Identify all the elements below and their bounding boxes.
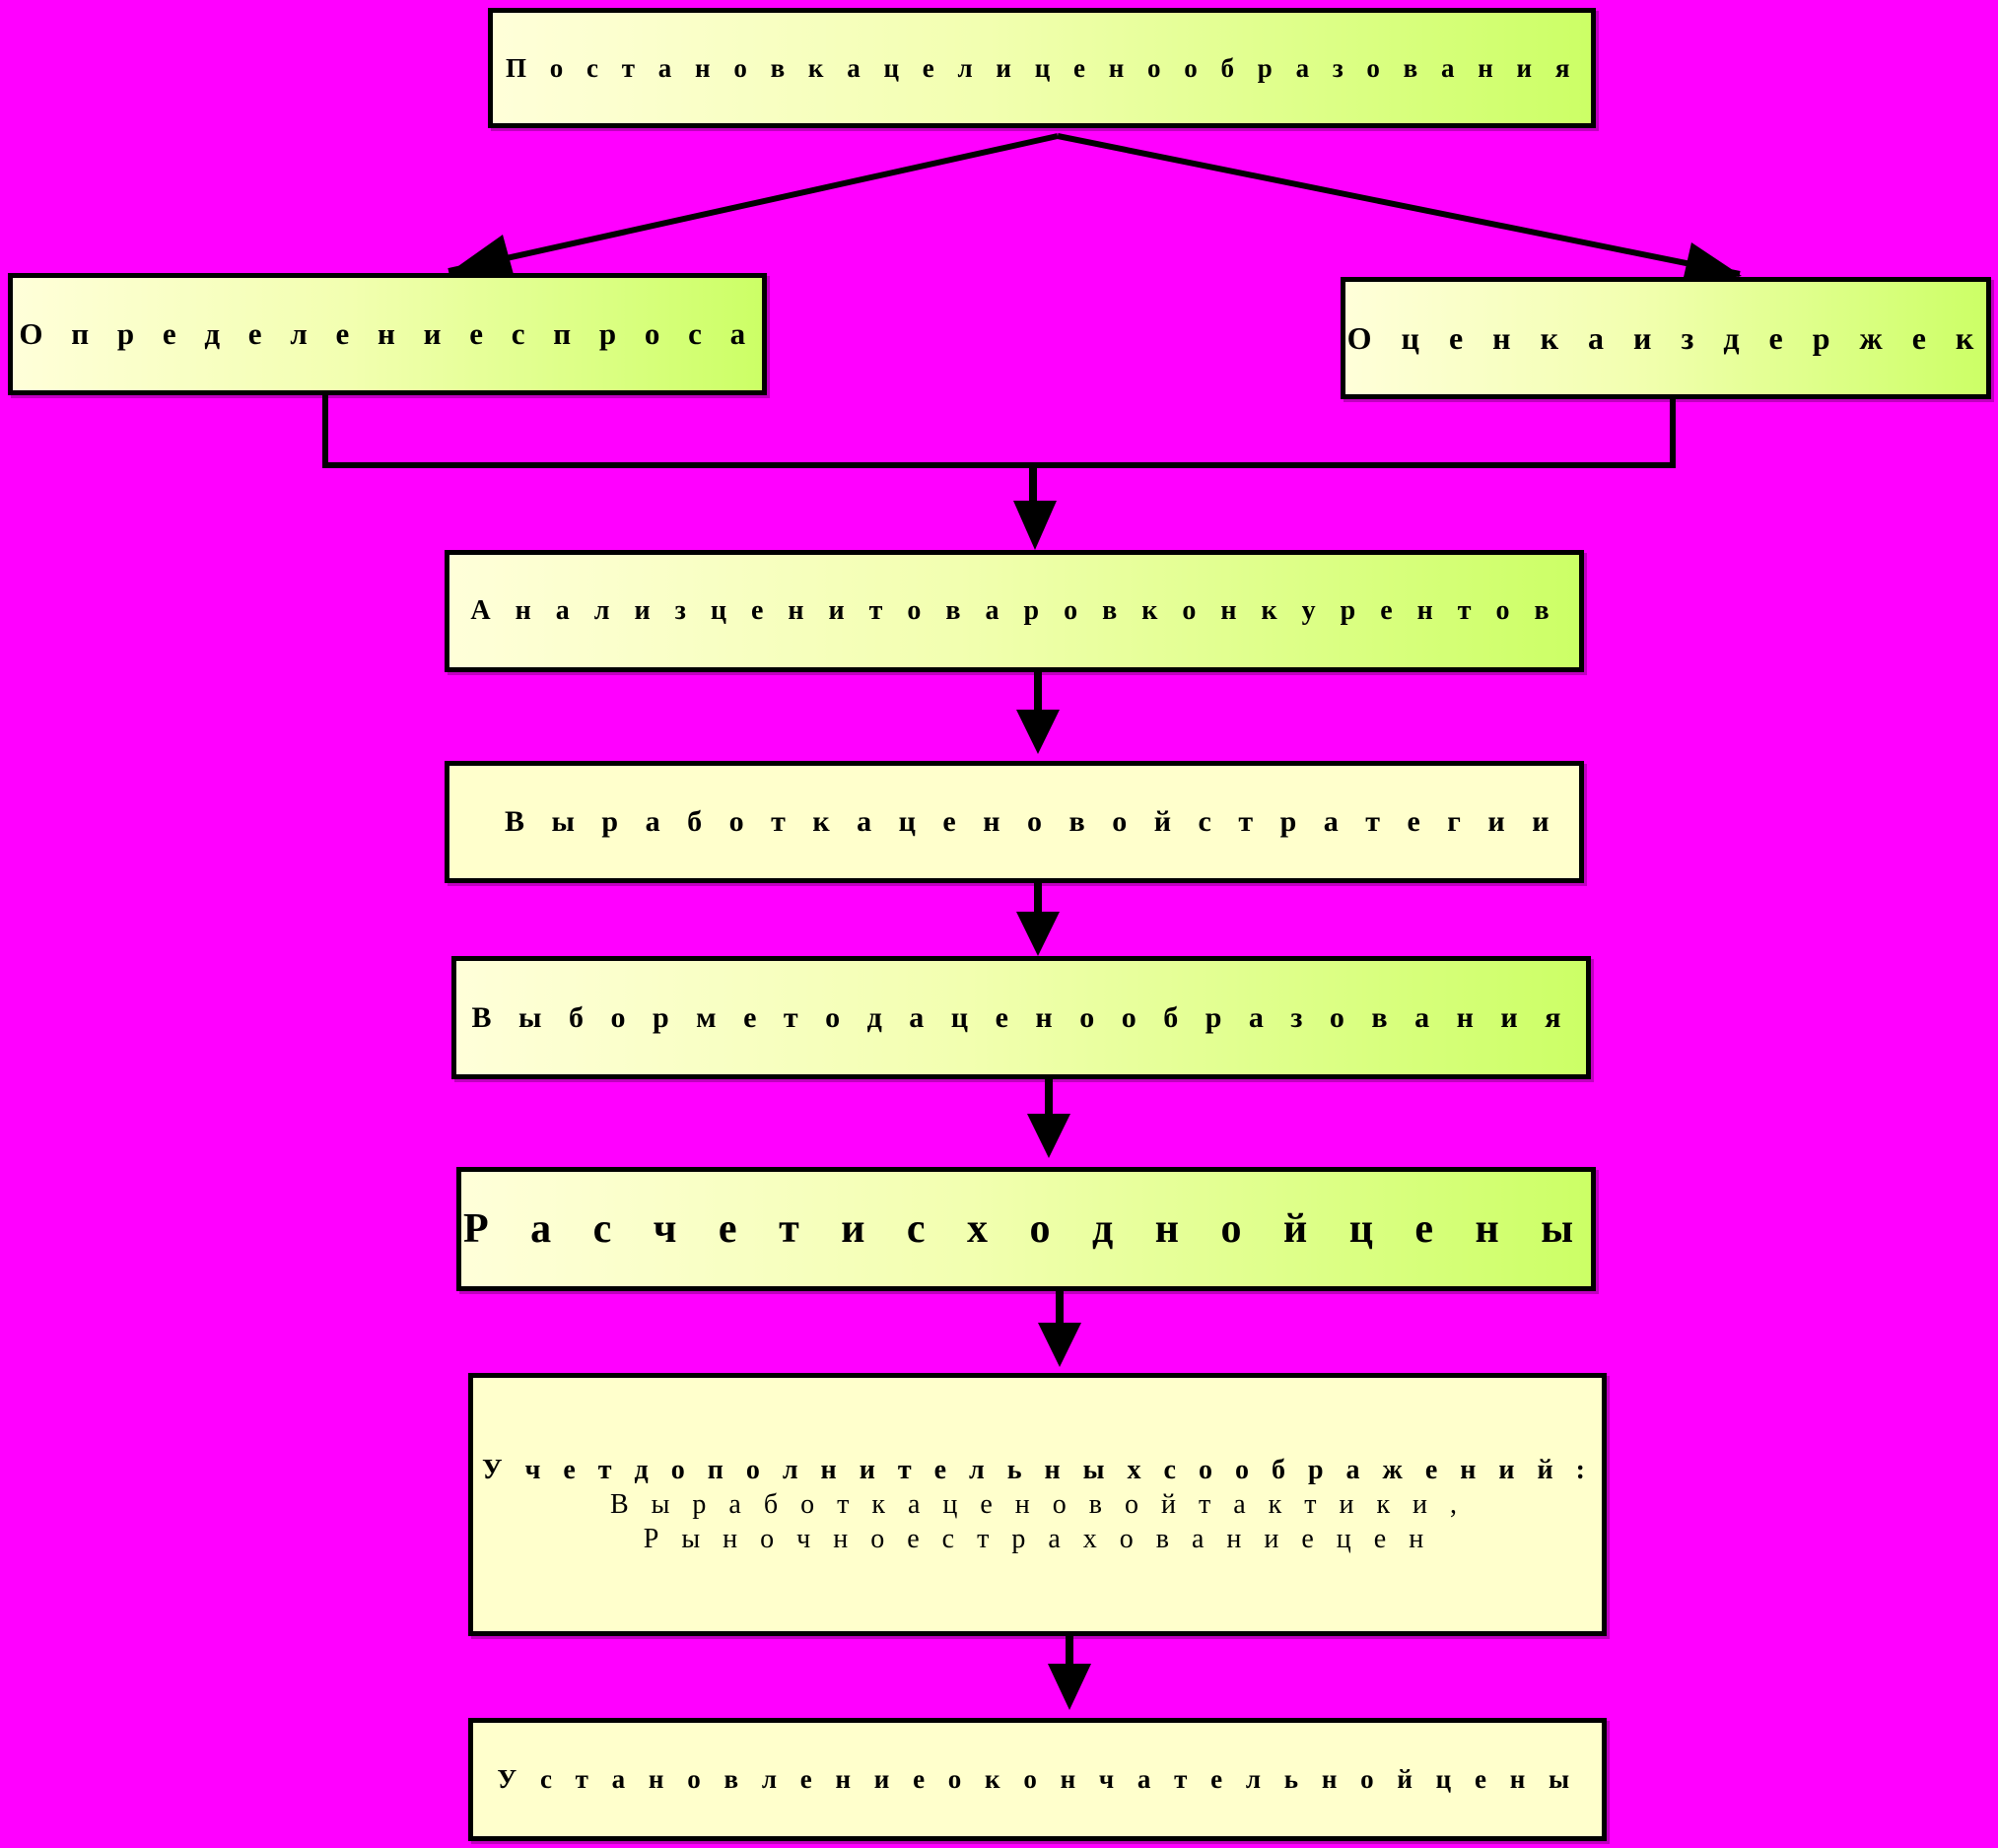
- node-costs-label: О ц е н к а и з д е р ж е к: [1346, 319, 1985, 356]
- node-goal: П о с т а н о в к а ц е л и ц е н о о б …: [488, 8, 1596, 128]
- node-final-price-label: У с т а н о в л е н и е о к о н ч а т е …: [497, 1764, 1578, 1794]
- arrowhead-initial: [1027, 1114, 1070, 1158]
- considerations-line-2: В ы р а б о т к а ц е н о в о й т а к т …: [609, 1489, 1466, 1520]
- arrowhead-considerations: [1038, 1323, 1081, 1367]
- node-initial-price-label: Р а с ч е т и с х о д н о й ц е н ы: [462, 1206, 1590, 1252]
- considerations-line-1: У ч е т д о п о л н и т е л ь н ы х с о …: [482, 1455, 1593, 1485]
- edge-demand-merge: [322, 394, 1676, 468]
- node-demand-label: О п р е д е л е н и е с п р о с а: [19, 316, 756, 351]
- arrowhead-demand: [448, 235, 515, 278]
- arrowhead-competitors: [1013, 501, 1057, 550]
- arrowhead-method: [1016, 912, 1060, 956]
- node-method-label: В ы б о р м е т о д а ц е н о о б р а з …: [471, 1000, 1571, 1034]
- node-competitors: А н а л и з ц е н и т о в а р о в к о н …: [445, 550, 1584, 672]
- node-initial-price: Р а с ч е т и с х о д н о й ц е н ы: [456, 1167, 1596, 1291]
- considerations-line-3: Р ы н о ч н о е с т р а х о в а н и е ц …: [643, 1524, 1432, 1554]
- node-method: В ы б о р м е т о д а ц е н о о б р а з …: [451, 956, 1591, 1079]
- node-final-price: У с т а н о в л е н и е о к о н ч а т е …: [468, 1718, 1607, 1841]
- node-strategy: В ы р а б о т к а ц е н о в о й с т р а …: [445, 761, 1584, 883]
- arrowhead-costs: [1682, 242, 1742, 286]
- node-considerations: У ч е т д о п о л н и т е л ь н ы х с о …: [468, 1373, 1607, 1636]
- edge-goal-demand: [448, 133, 1059, 274]
- node-competitors-label: А н а л и з ц е н и т о в а р о в к о н …: [470, 595, 1558, 626]
- node-strategy-label: В ы р а б о т к а ц е н о в о й с т р а …: [505, 805, 1559, 838]
- node-demand: О п р е д е л е н и е с п р о с а: [8, 273, 767, 395]
- node-goal-label: П о с т а н о в к а ц е л и ц е н о о б …: [506, 52, 1578, 83]
- arrowhead-strategy: [1016, 710, 1060, 754]
- edge-goal-costs: [1057, 133, 1741, 277]
- node-costs: О ц е н к а и з д е р ж е к: [1341, 277, 1991, 399]
- arrowhead-final: [1048, 1664, 1091, 1710]
